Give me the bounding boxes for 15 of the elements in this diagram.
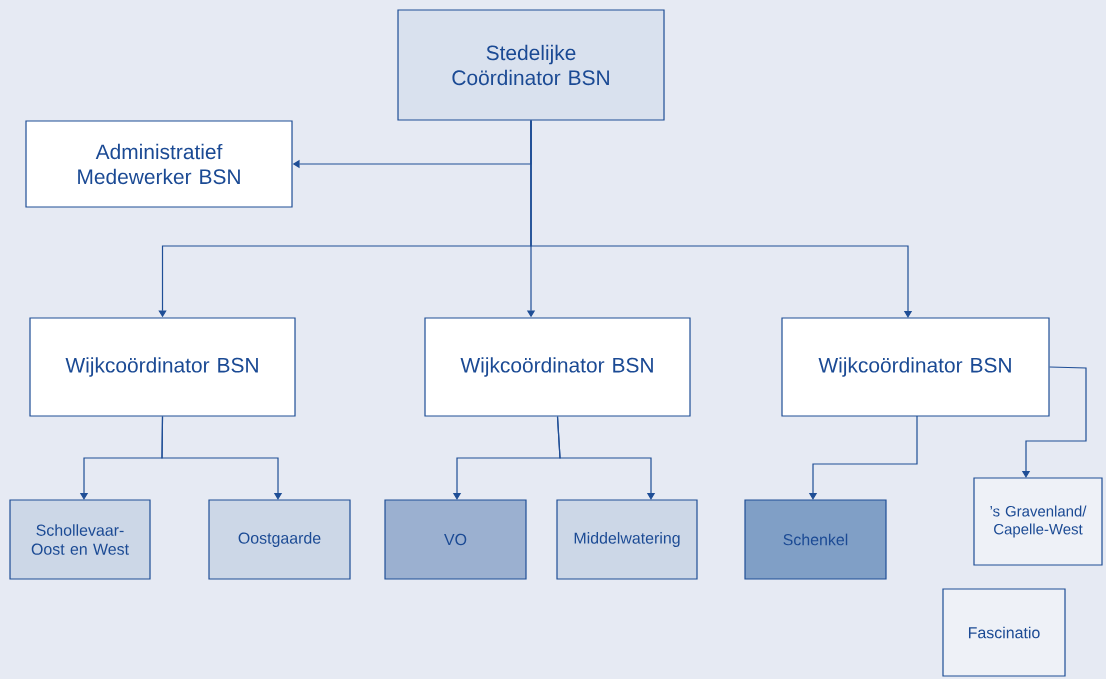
org-box: Schenkel [744,499,887,580]
org-box: Wijkcoördinator BSN [424,317,691,417]
org-box: VO [384,499,527,580]
org-box: Schollevaar- Oost en West [9,499,151,580]
org-box: Oostgaarde [208,499,351,580]
arrow [161,416,283,500]
org-box: ’s Gravenland/ Capelle-West [973,477,1103,566]
org-box: Middelwatering [556,499,698,580]
arrow [556,416,656,500]
org-box: Wijkcoördinator BSN [29,317,296,417]
org-box: Stedelijke Coördinator BSN [397,9,665,121]
arrow [530,120,913,318]
org-box: Administratief Medewerker BSN [25,120,293,208]
org-box: Wijkcoördinator BSN [781,317,1050,417]
org-box: Fascinatio [942,588,1066,677]
